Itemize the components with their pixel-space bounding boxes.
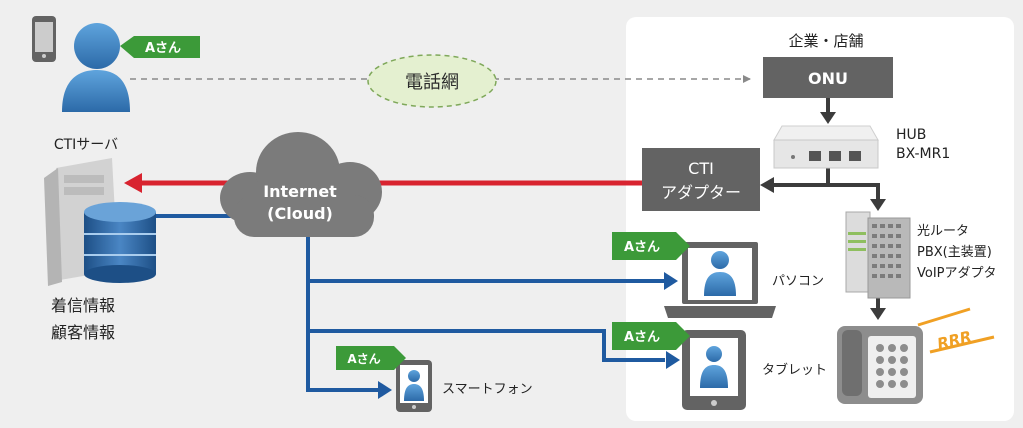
database-icon — [84, 202, 156, 283]
onu-label: ONU — [808, 69, 848, 88]
arrow-to-pc — [664, 272, 678, 290]
red-arrow-head — [124, 173, 142, 193]
hub-device — [773, 125, 879, 169]
tablet-label: タブレット — [762, 362, 827, 378]
smartphone-person-icon — [404, 370, 424, 401]
cti-adapter-box — [642, 148, 760, 211]
blue-lines — [150, 214, 665, 392]
user-tag-smartphone-text: Aさん — [347, 352, 380, 366]
voip-adapter-label: VoIPアダプタ — [917, 266, 997, 281]
phone-icon — [32, 16, 56, 62]
company-label: 企業・店舗 — [788, 32, 863, 50]
pbx-label: PBX(主装置) — [917, 245, 992, 260]
phone-network-ellipse — [367, 54, 497, 108]
router-label: 光ルータ — [917, 224, 969, 239]
user-tag-pc-text: Aさん — [624, 240, 660, 255]
cti-adapter-label: CTI — [688, 159, 714, 178]
arrow-to-tablet — [666, 351, 680, 369]
user-tag-smartphone: Aさん — [336, 346, 406, 370]
hub-model-label: BX-MR1 — [896, 146, 950, 162]
user-tag-pc: Aさん — [612, 232, 690, 260]
user-tag-tablet-text: Aさん — [624, 330, 660, 345]
cti-server-label: CTIサーバ — [54, 137, 118, 153]
arrow-hub-cti — [760, 177, 774, 193]
ring-lines — [917, 307, 995, 354]
hub-label: HUB — [896, 127, 926, 143]
customer-info-label: 顧客情報 — [51, 323, 115, 342]
user-tag-top-text: Aさん — [145, 41, 181, 56]
onu-box — [763, 57, 893, 98]
pc-label: パソコン — [772, 274, 824, 289]
pc-person-icon — [704, 251, 736, 296]
company-panel — [626, 17, 1014, 421]
internet-label: Internet — [263, 182, 337, 201]
router-rack — [845, 211, 911, 299]
internet-cloud — [220, 132, 382, 237]
tablet-person-icon — [700, 346, 728, 388]
cloud-label: (Cloud) — [267, 204, 333, 223]
user-tag-top: Aさん — [120, 36, 200, 58]
desk-phone-icon — [837, 326, 923, 404]
smartphone-label: スマートフォン — [442, 382, 533, 397]
phone-network-label: 電話網 — [405, 72, 459, 93]
incoming-info-label: 着信情報 — [51, 296, 115, 315]
arrow-hub-router — [870, 199, 886, 211]
arrow-onu-hub — [820, 112, 836, 124]
user-tag-tablet: Aさん — [612, 322, 690, 350]
user-a-person-icon — [62, 23, 130, 112]
arrow-router-phone — [870, 308, 886, 320]
cti-adapter-label-2: アダプター — [661, 183, 741, 202]
arrow-to-smartphone — [378, 381, 392, 399]
